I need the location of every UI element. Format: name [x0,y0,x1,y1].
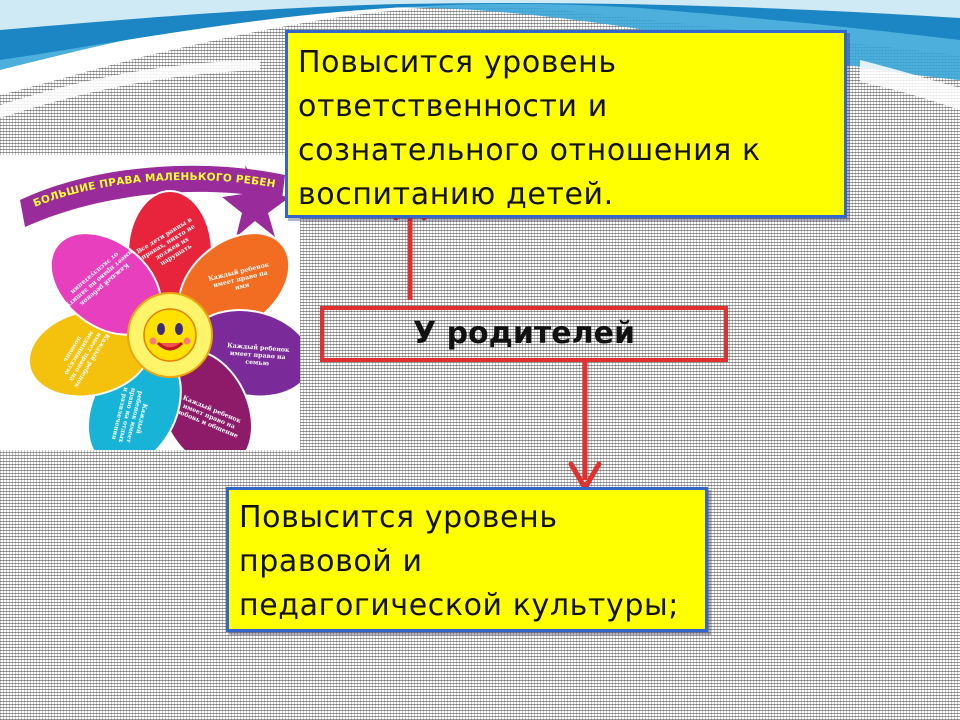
outcome-responsibility-card: Повысится уровень ответственности и созн… [285,30,847,218]
petal-text: Каждый ребенокимеет право насемью [226,342,290,369]
card-line: педагогической культуры; [239,588,679,623]
outcome-legal-culture-card: Повысится уровень правовой и педагогичес… [226,487,708,632]
card-line: сознательного отношения к [298,133,761,168]
card-line: ответственности и [298,89,608,124]
card-line: Повысится уровень [298,45,617,80]
sun-face-icon [127,292,213,378]
parents-label-box: У родителей [320,306,728,362]
parents-label: У родителей [413,316,635,351]
card-line: воспитанию детей. [298,177,614,212]
star-icon [222,165,290,237]
card-line: Повысится уровень [239,500,558,535]
poster-ribbon [20,165,285,227]
card-line: правовой и [239,544,423,579]
children-rights-poster: БОЛЬШИЕ ПРАВА МАЛЕНЬКОГО РЕБЕНКА Все дет… [0,155,300,450]
